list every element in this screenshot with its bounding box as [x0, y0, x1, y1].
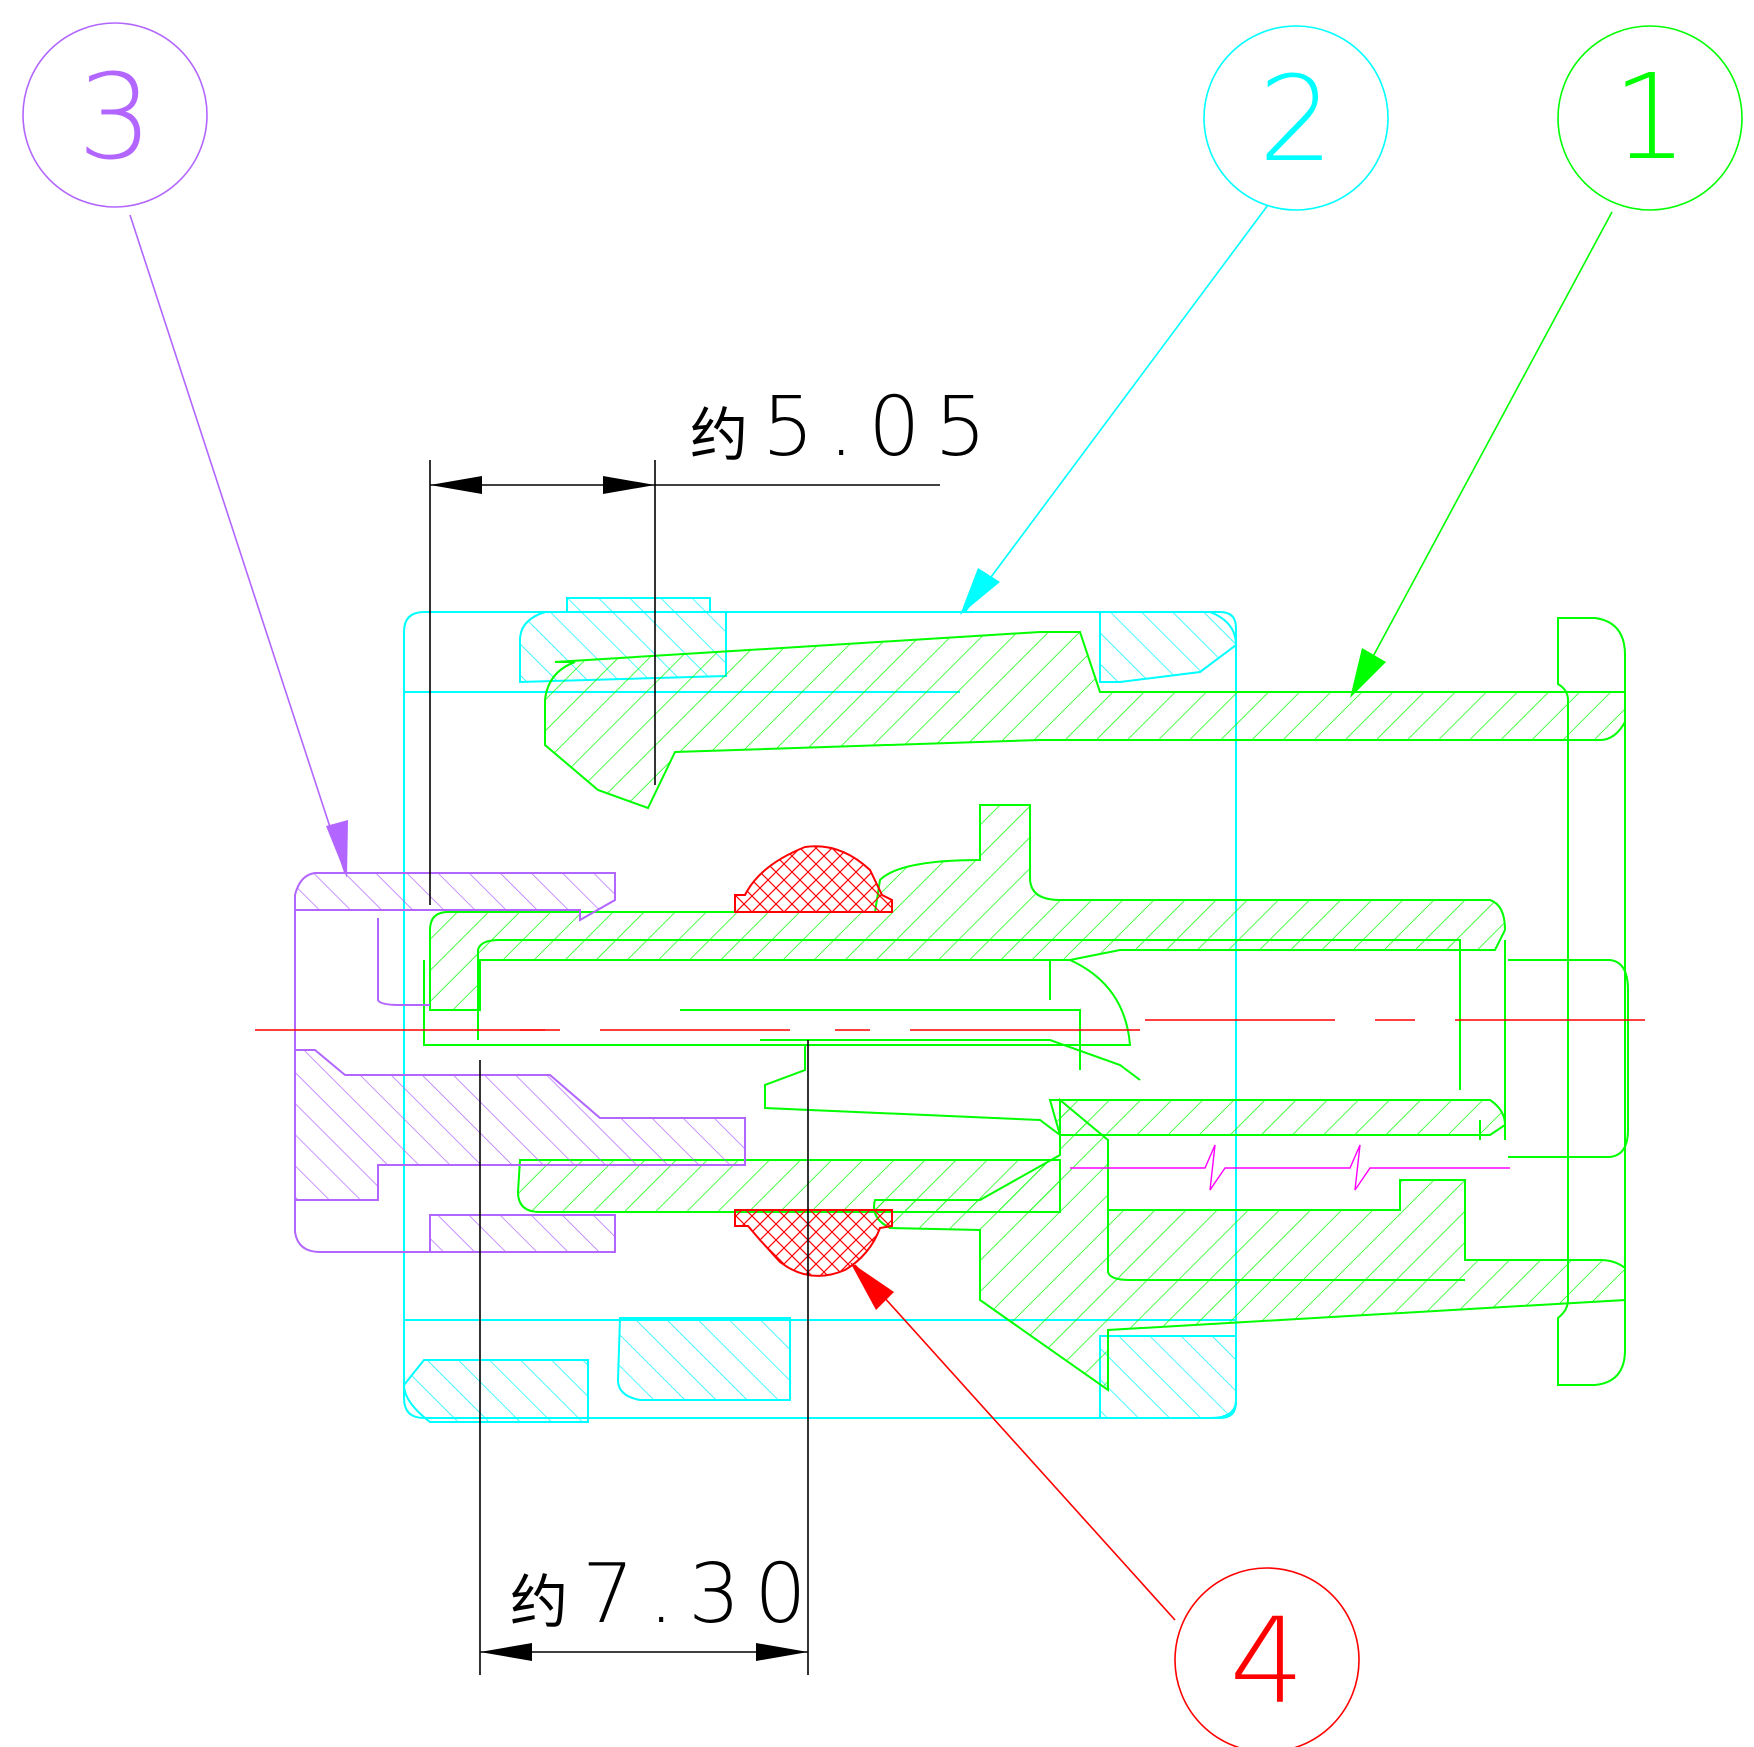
center-line	[255, 1019, 1645, 1031]
balloon-1-label: 1	[1612, 48, 1687, 186]
dimension-bottom-value: 7.30	[582, 1547, 821, 1642]
balloon-4-label: 4	[1229, 1592, 1304, 1730]
balloon-2-label: 2	[1258, 50, 1333, 188]
part-4-o-ring	[734, 845, 893, 1277]
dimension-bottom	[479, 1040, 809, 1675]
balloon-3: 3	[22, 22, 208, 208]
leader-1	[1350, 211, 1613, 698]
dimension-top-value: 5.05	[762, 380, 1001, 475]
part-3-insulator	[294, 872, 746, 1253]
arrowhead-right	[756, 1643, 808, 1661]
dimension-bottom-prefix: 约	[510, 1568, 582, 1636]
balloon-4: 4	[1174, 1567, 1360, 1747]
leader-2	[960, 204, 1269, 615]
arrowhead-left	[430, 476, 482, 494]
balloon-2: 2	[1203, 25, 1389, 211]
part-1-housing	[423, 617, 1629, 1392]
balloon-3-label: 3	[77, 48, 152, 186]
dimension-top	[429, 460, 940, 905]
leader-4	[850, 1262, 1176, 1621]
dimension-bottom-label: 约7.30	[510, 1547, 821, 1642]
dimension-top-label: 约5.05	[690, 380, 1001, 475]
leader-3	[129, 214, 348, 878]
arrowhead-left	[480, 1643, 532, 1661]
balloon-1: 1	[1557, 25, 1743, 211]
dimension-top-prefix: 约	[690, 401, 762, 469]
break-line	[1070, 1144, 1510, 1191]
arrowhead-right	[603, 476, 655, 494]
